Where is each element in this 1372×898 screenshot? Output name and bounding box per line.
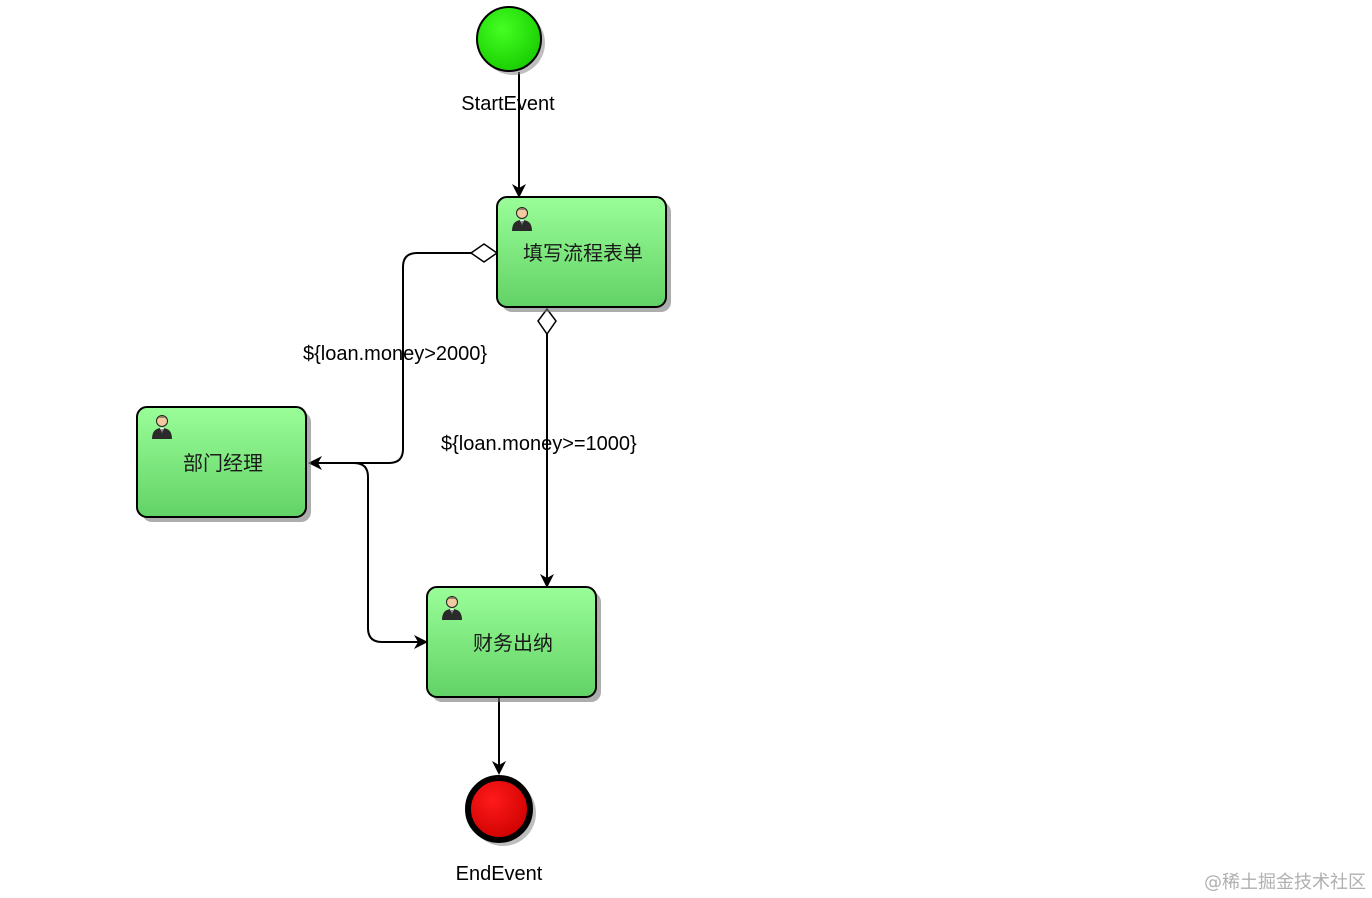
task-dept-manager[interactable]: 部门经理: [136, 406, 311, 522]
conditional-diamond: [537, 307, 557, 336]
condition-label-gt-2000: ${loan.money>2000}: [303, 343, 487, 365]
task-fill-form-label: 填写流程表单: [523, 241, 643, 265]
start-event[interactable]: [476, 6, 545, 75]
watermark: @稀土掘金技术社区: [1204, 872, 1366, 893]
task-dept-manager-label: 部门经理: [183, 451, 263, 475]
end-event-label: EndEvent: [456, 863, 543, 885]
flow-manager-to-cashier[interactable]: [353, 462, 428, 649]
task-finance-cashier[interactable]: 财务出纳: [426, 586, 601, 702]
start-event-label: StartEvent: [461, 93, 555, 115]
task-fill-form[interactable]: 填写流程表单: [496, 196, 671, 312]
condition-label-gte-1000: ${loan.money>=1000}: [441, 433, 637, 455]
task-finance-cashier-label: 财务出纳: [473, 631, 553, 655]
end-event[interactable]: [465, 775, 536, 846]
flow-form-to-manager[interactable]: [308, 252, 471, 470]
conditional-diamond: [469, 243, 499, 263]
